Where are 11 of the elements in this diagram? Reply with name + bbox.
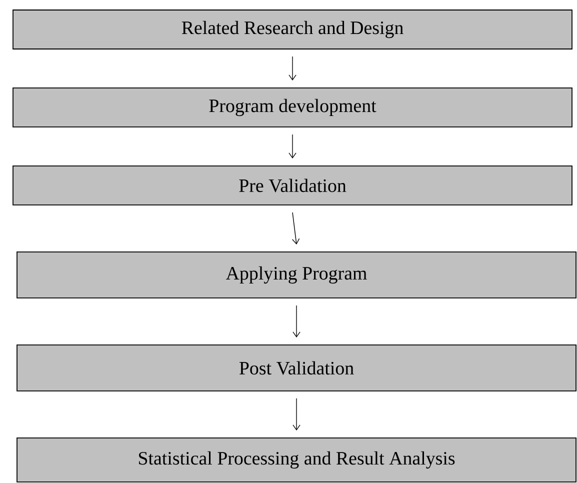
arrow <box>292 398 300 431</box>
process-box: Post Validation <box>16 344 576 392</box>
arrow <box>292 212 300 245</box>
arrow <box>288 134 296 159</box>
process-box: Applying Program <box>16 252 576 298</box>
process-box: Pre Validation <box>12 166 572 206</box>
process-box: Statistical Processing and Result Analysis <box>16 438 576 482</box>
process-box: Program development <box>12 88 572 128</box>
arrow <box>292 305 300 338</box>
arrow <box>288 56 296 81</box>
process-box: Related Research and Design <box>12 10 572 50</box>
